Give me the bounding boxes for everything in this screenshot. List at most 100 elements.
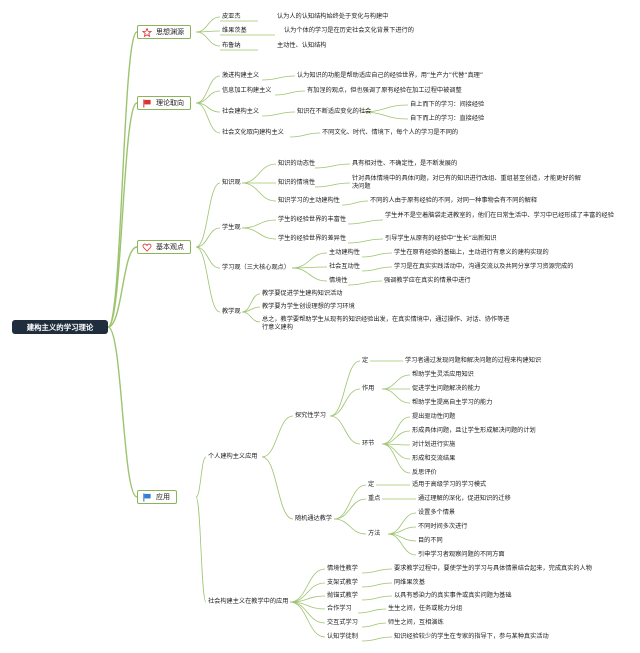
node-knowledge-dynamic-desc[interactable]: 具有相对性、不确定性，是不断发展的 <box>352 160 458 167</box>
node-random-focus-desc[interactable]: 通过理解的深化，促进知识的迁移 <box>418 495 511 502</box>
connector-line-32 <box>347 219 384 225</box>
node-learning-active[interactable]: 主动建构性 <box>329 249 360 256</box>
connector-line-2 <box>107 246 138 328</box>
node-student-diverse[interactable]: 学生的经验世界的差异性 <box>278 235 347 242</box>
node-bottom-up[interactable]: 自下而上的学习：直接经验 <box>410 115 485 122</box>
category-yingyong[interactable]: 应用 <box>137 490 177 504</box>
node-apprenticeship[interactable]: 认知学徒制 <box>327 633 358 640</box>
node-cooperative[interactable]: 合作学习 <box>327 605 352 612</box>
connector-line-24 <box>241 163 277 184</box>
node-method-2[interactable]: 不同时间多次进行 <box>418 523 468 530</box>
node-anchored-teaching-desc[interactable]: 以具有感染力的真实事件或真实问题为基础 <box>394 592 512 599</box>
connector-line-36 <box>291 267 328 282</box>
node-scaffold-teaching-desc[interactable]: 同维果茨基 <box>394 579 425 586</box>
node-inquiry[interactable]: 探究性学习 <box>295 412 326 419</box>
node-step-5[interactable]: 反思评价 <box>412 469 437 476</box>
node-anchored-teaching[interactable]: 抛锚式教学 <box>327 592 358 599</box>
node-social-app[interactable]: 社会构建主义在教学中的应用 <box>208 598 289 605</box>
node-inquiry-def[interactable]: 定 <box>362 357 369 364</box>
node-apprenticeship-desc[interactable]: 知识经验较少的学生在专家的指导下，参与某种真实活动 <box>394 633 549 640</box>
node-learning-social[interactable]: 社会互动性 <box>329 263 360 270</box>
node-bruner[interactable]: 布鲁纳 <box>222 42 241 49</box>
node-inquiry-def-desc[interactable]: 学习者通过发现问题和解决问题的过程来构建知识 <box>405 357 542 364</box>
connector-line-49 <box>329 415 361 445</box>
node-student-diverse-desc[interactable]: 引导学生从原有的经验中“生长”出新知识 <box>385 235 497 242</box>
node-info-processing-desc[interactable]: 有加涅的观点，但也强调了原有经验在加工过程中被调整 <box>307 87 462 94</box>
connector-line-43 <box>195 456 207 498</box>
node-step-2[interactable]: 形成具体问题，且让学生形成解决问题的计划 <box>412 427 536 434</box>
connector-line-47 <box>329 360 361 417</box>
connector-line-1 <box>107 102 138 328</box>
node-random-method[interactable]: 方法 <box>368 530 381 537</box>
node-knowledge-view[interactable]: 知识观 <box>222 179 241 186</box>
node-learning-situated[interactable]: 情境性 <box>329 277 348 284</box>
node-piaget[interactable]: 皮亚杰 <box>222 13 241 20</box>
node-step-1[interactable]: 提出驱动性问题 <box>412 413 456 420</box>
node-learning-active-desc[interactable]: 学生在原有经验的基础上，主动进行有意义的建构实现的 <box>394 249 549 256</box>
node-knowledge-dynamic[interactable]: 知识的动态性 <box>278 160 316 167</box>
node-teaching-1[interactable]: 教学要促进学生建构知识活动 <box>262 290 343 297</box>
connector-line-59 <box>333 484 367 520</box>
node-inquiry-steps[interactable]: 环节 <box>362 440 375 447</box>
node-learning-situated-desc[interactable]: 强调教学应在真实的情景中进行 <box>384 277 471 284</box>
connector-line-19 <box>361 111 409 120</box>
connector-line-15 <box>274 90 306 96</box>
node-personal-app[interactable]: 个人建构主义应用 <box>208 453 258 460</box>
node-piaget-desc[interactable]: 认为人的认知结构始终处于变化与构建中 <box>277 13 389 20</box>
node-student-view[interactable]: 学生观 <box>222 224 241 231</box>
node-method-3[interactable]: 目的不同 <box>418 537 443 544</box>
node-teaching-view[interactable]: 教学观 <box>222 308 241 315</box>
category-sixiang[interactable]: 思想渊源 <box>137 25 191 39</box>
node-cooperative-desc[interactable]: 生生之间，任务或能力分组 <box>388 605 463 612</box>
root-node[interactable]: 建构主义的学习理论 <box>12 320 108 334</box>
node-knowledge-active[interactable]: 知识学习的主动建构性 <box>278 197 340 204</box>
node-teaching-3[interactable]: 总之，教学要帮助学生从现有的知识经验出发，在真实情境中，通过操作、对话、协作等进… <box>262 316 510 331</box>
node-teaching-2[interactable]: 教学要为学生创设理想的学习环境 <box>262 303 355 310</box>
category-label: 理论取向 <box>156 99 184 107</box>
node-learning-view[interactable]: 学习观（三大核心观点） <box>222 264 291 271</box>
node-sociocultural-desc[interactable]: 不同文化、时代、情境下，每个人的学习是不同的 <box>322 129 459 136</box>
node-learning-social-desc[interactable]: 学习是在真实实践活动中，沟通交流以及共同分享学习资源完成的 <box>394 263 574 270</box>
category-lilun[interactable]: 理论取向 <box>137 96 191 110</box>
node-social-construct[interactable]: 社会建构主义 <box>222 108 260 115</box>
node-radical-desc[interactable]: 认为知识的功能是帮助适应自己的经验世界，用“生产力”代替“真理” <box>297 72 484 79</box>
node-student-rich-desc[interactable]: 学生并不是空着脑袋走进教室的，他们在日常生活中、学习中已经形成了丰富的经验 <box>385 212 614 219</box>
node-random-focus[interactable]: 重点 <box>368 495 381 502</box>
node-situated-teaching[interactable]: 情境性教学 <box>327 565 358 572</box>
node-scaffold-teaching[interactable]: 支架式教学 <box>327 579 358 586</box>
connector-line-38 <box>361 266 393 272</box>
star-outline-icon <box>141 26 153 37</box>
node-interactive-desc[interactable]: 师生之间，互相演练 <box>388 619 444 626</box>
node-role-3[interactable]: 帮助学生提高自主学习的能力 <box>412 399 493 406</box>
node-bruner-desc[interactable]: 主动性、认知结构 <box>277 42 327 49</box>
node-method-1[interactable]: 设置多个情景 <box>418 509 456 516</box>
node-step-3[interactable]: 对计划进行实施 <box>412 441 456 448</box>
node-random-access[interactable]: 随机通达教学 <box>295 515 333 522</box>
node-interactive[interactable]: 交互式学习 <box>327 619 358 626</box>
category-jiben[interactable]: 基本观点 <box>137 240 191 254</box>
node-role-2[interactable]: 促进学生问题解决的能力 <box>412 385 481 392</box>
node-social-construct-desc[interactable]: 知识在不断适应变化的社会 <box>297 108 372 115</box>
node-random-def-desc[interactable]: 适用于高级学习的学习模式 <box>412 481 487 488</box>
node-knowledge-situated-desc[interactable]: 针对具体情境中的具体问题，对已有的知识进行改组、重组甚至创造，才能更好的解决问题 <box>352 175 581 190</box>
node-vygotsky[interactable]: 维果茨基 <box>222 27 247 34</box>
node-step-4[interactable]: 形成和交流结果 <box>412 455 456 462</box>
node-random-def[interactable]: 定 <box>368 481 375 488</box>
node-knowledge-active-desc[interactable]: 不同的人由于原有经验的不同，对同一种事物会有不同的解释 <box>370 197 538 204</box>
connector-line-48 <box>329 388 361 417</box>
node-method-4[interactable]: 引申学习者观察问题的不同方面 <box>418 551 505 558</box>
connector-line-6 <box>195 31 221 47</box>
node-sociocultural[interactable]: 社会文化取向建构主义 <box>222 129 284 136</box>
node-vygotsky-desc[interactable]: 认为个体的学习是在历史社会文化背景下进行的 <box>284 27 414 34</box>
node-top-down[interactable]: 自上而下的学习：间接经验 <box>410 101 485 108</box>
connector-line-37 <box>361 252 393 258</box>
node-inquiry-role[interactable]: 作用 <box>362 385 375 392</box>
node-student-rich[interactable]: 学生的经验世界的丰富性 <box>278 216 347 223</box>
node-role-1[interactable]: 帮助学生灵活应用知识 <box>412 371 474 378</box>
node-knowledge-situated[interactable]: 知识的情境性 <box>278 179 316 186</box>
node-info-processing[interactable]: 信息加工构建主义 <box>222 87 272 94</box>
node-radical[interactable]: 激进构建主义 <box>222 72 260 79</box>
node-situated-teaching-desc[interactable]: 要求教学过程中，要使学生的学习与具体情景结合起来，完成真实的人物 <box>394 565 592 572</box>
connector-line-4 <box>195 16 221 33</box>
